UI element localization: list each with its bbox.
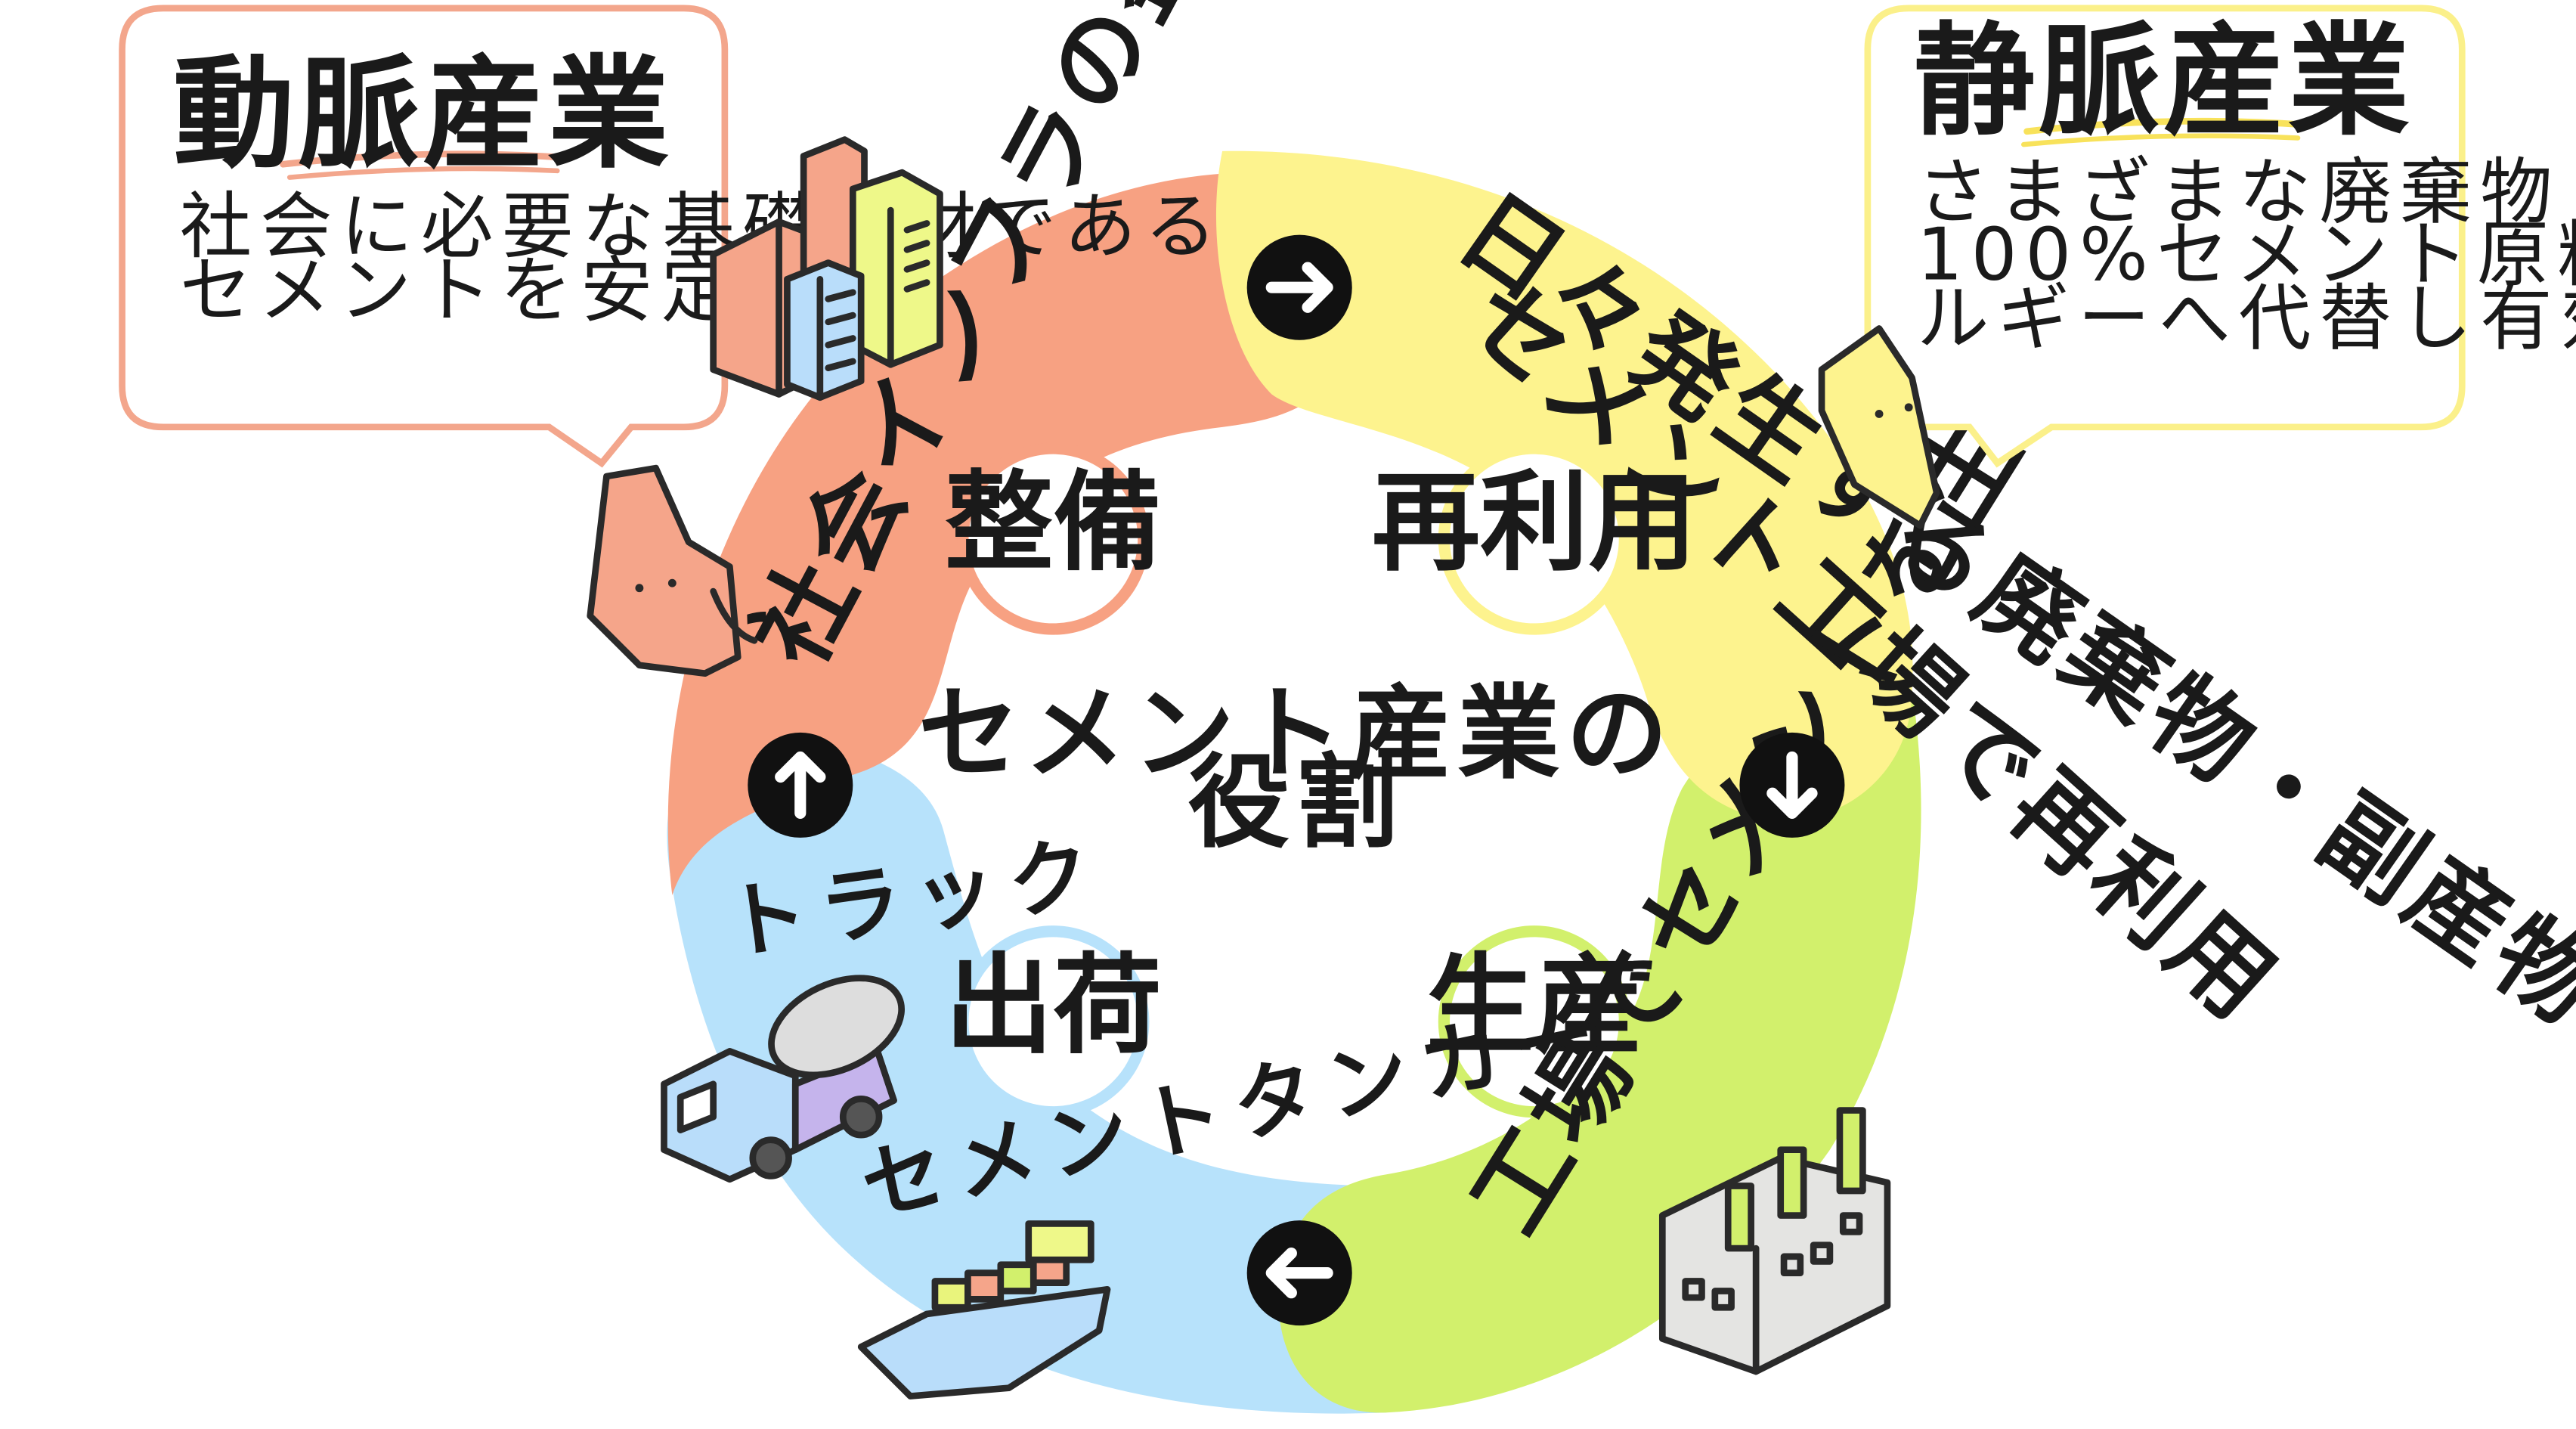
arrow-right-icon: [1246, 234, 1352, 340]
center-title-line2: 役割: [1187, 743, 1404, 862]
stage-maintenance-ring: [957, 442, 1150, 635]
stage-shipping-label: 出荷: [945, 942, 1162, 1068]
stage-shipping: 出荷: [945, 925, 1162, 1118]
venous-industry-text-line2: 100%セメント原料や熱エネ: [1917, 212, 2576, 296]
arterial-segment: [667, 172, 1358, 895]
arterial-industry-bubble: 動脈産業 社会に必要な基礎素材である セメントを安定供給！: [119, 5, 1225, 468]
stage-maintenance-label: 整備: [945, 460, 1162, 586]
tanker-ship-icon: [857, 1220, 1111, 1400]
stage-production-ring: [1438, 925, 1630, 1118]
mascot-left-icon: [587, 464, 758, 677]
venous-industry-bubble: 静脈産業 さまざまな廃棄物・副産物を 100%セメント原料や熱エネ ルギーへ代替…: [1864, 5, 2576, 468]
stage-maintenance: 整備: [945, 442, 1162, 635]
arrow-up-icon: [748, 732, 853, 838]
factory-icon: [1658, 1107, 1891, 1375]
stage-shipping-ring: [957, 925, 1150, 1118]
arrow-left-icon: [1246, 1220, 1352, 1326]
stage-reuse-label: 再利用: [1372, 460, 1697, 586]
title-underline: [280, 150, 569, 168]
center-title: セメント産業の 役割: [918, 674, 1674, 862]
mixer-truck-icon: [661, 975, 906, 1183]
stage-production-label: 生産: [1426, 942, 1643, 1068]
arrow-down-icon: [1739, 732, 1845, 838]
stage-reuse: 再利用: [1372, 442, 1697, 635]
stage-reuse-ring: [1438, 442, 1630, 635]
arterial-industry-text-line1: 社会に必要な基礎素材である: [180, 184, 1225, 268]
title-underline: [2023, 117, 2310, 135]
venous-industry-text-line1: さまざまな廃棄物・副産物を: [1917, 150, 2576, 234]
stage-production: 生産: [1426, 925, 1643, 1118]
center-title-line1: セメント産業の: [918, 674, 1674, 793]
venous-industry-title: 静脈産業: [1914, 11, 2413, 152]
arterial-industry-title: 動脈産業: [173, 43, 672, 184]
buildings-icon: [710, 136, 943, 401]
venous-industry-text-line3: ルギーへ代替し有効活用！: [1917, 276, 2576, 361]
mascot-right-icon: [1818, 325, 1940, 529]
